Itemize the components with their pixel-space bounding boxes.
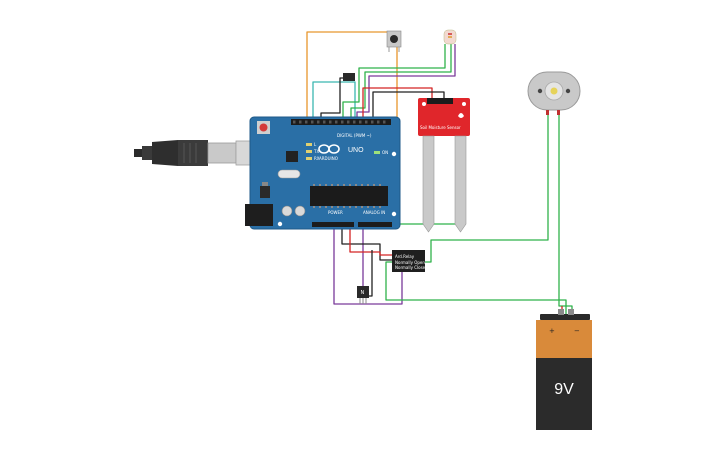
wire-red-sensor[interactable]	[362, 87, 433, 118]
wire-green-top-2[interactable]	[350, 44, 452, 118]
top-transistor[interactable]	[343, 73, 355, 81]
battery-9v[interactable]: + − 9V	[536, 309, 592, 430]
wire-black-bottom[interactable]	[341, 228, 392, 261]
sensor-prong-right	[454, 135, 467, 233]
wire-green-motor[interactable]	[425, 114, 549, 263]
wire-black-transistor[interactable]	[368, 250, 373, 297]
relay-label-3: Normally Closed	[395, 265, 428, 270]
uno-label: UNO	[348, 147, 364, 154]
analog-header	[358, 222, 392, 227]
arduino-brand-label: ARDUINO	[319, 156, 338, 161]
analog-header-label: ANALOG IN	[363, 210, 385, 215]
wire-purple-top[interactable]	[356, 44, 456, 118]
wire-green-top-1[interactable]	[342, 44, 446, 118]
wire-green-motor-2[interactable]	[558, 114, 573, 316]
transistor-label: N	[361, 290, 365, 296]
wire-black-sensor[interactable]	[372, 91, 445, 118]
relay-label-1: Ard.Relay	[395, 254, 415, 259]
power-header	[312, 222, 354, 227]
power-jack	[245, 204, 273, 226]
tx-led-label: TX	[313, 149, 319, 154]
soil-sensor-title: Soil Moisture Sensor	[420, 125, 461, 130]
usb-chip	[286, 151, 298, 162]
wire-purple-bottom[interactable]	[333, 228, 403, 305]
relay-module[interactable]: Ard.Relay Normally Open Normally Closed	[392, 250, 428, 272]
rx-led-label: RX	[314, 156, 320, 161]
digital-header-label: DIGITAL (PWM ~)	[337, 133, 372, 138]
on-led-label: ON	[382, 150, 388, 155]
led-component[interactable]	[443, 29, 457, 45]
l-led-label: L	[314, 142, 317, 147]
sensor-prong-left	[422, 135, 435, 233]
battery-minus-label: −	[574, 327, 580, 335]
battery-voltage-label: 9V	[554, 381, 574, 398]
arduino-uno-board[interactable]: DIGITAL (PWM ~) L TX RX UNO ARDUINO ON	[245, 116, 401, 230]
usb-cable[interactable]	[134, 140, 263, 166]
push-button[interactable]	[386, 30, 402, 52]
npn-transistor[interactable]: N	[357, 286, 369, 304]
wire-teal[interactable]	[312, 81, 356, 118]
wire-green-battery[interactable]	[385, 261, 567, 316]
motor-shaft-icon	[550, 87, 558, 95]
wire-red-bottom[interactable]	[349, 228, 392, 256]
relay-label-2: Normally Open	[395, 260, 425, 265]
battery-plus-label: +	[549, 327, 555, 335]
wires	[306, 31, 573, 316]
water-drop-icon	[458, 113, 464, 118]
wire-black-top[interactable]	[320, 77, 350, 118]
soil-moisture-sensor[interactable]: Soil Moisture Sensor	[418, 98, 470, 233]
atmega-chip	[310, 186, 388, 206]
reset-button[interactable]	[259, 123, 268, 132]
power-header-label: POWER	[328, 210, 343, 215]
dc-motor[interactable]	[527, 71, 581, 115]
arduino-logo-icon	[318, 144, 340, 154]
